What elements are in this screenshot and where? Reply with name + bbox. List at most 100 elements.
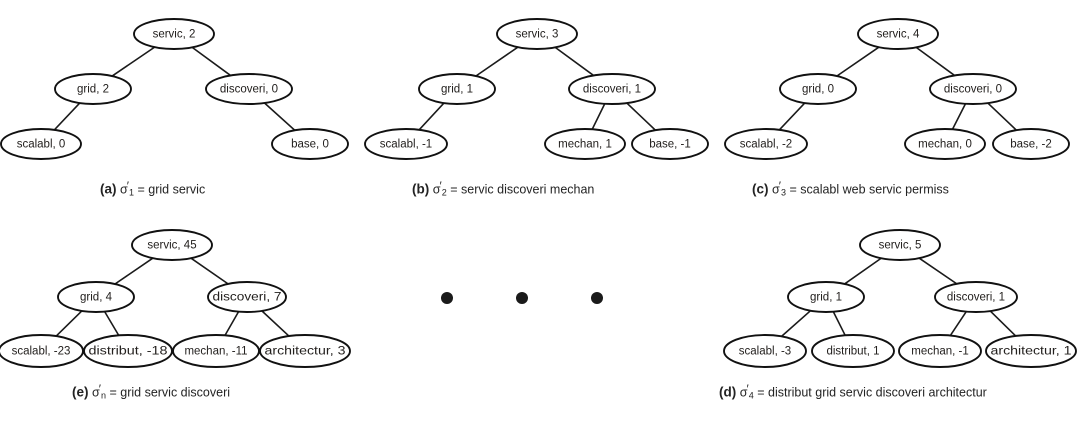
caption-prime-mark: ′ xyxy=(439,179,442,193)
caption-letter: (d) xyxy=(719,384,737,400)
tree-node-discoveri[interactable]: discoveri, 7 xyxy=(207,281,287,313)
tree-node-architectur[interactable]: architectur, 1 xyxy=(985,334,1077,368)
node-ellipse xyxy=(205,73,293,105)
caption-prime-mark: ′ xyxy=(98,382,101,396)
tree-node-distribut[interactable]: distribut, -18 xyxy=(83,334,173,368)
node-ellipse xyxy=(631,128,709,160)
tree-node-discoveri[interactable]: discoveri, 1 xyxy=(568,73,656,105)
caption-subscript: 3 xyxy=(780,187,786,198)
tree-node-scalabl[interactable]: scalabl, -1 xyxy=(364,128,448,160)
caption-sigma-symbol: σ xyxy=(771,182,780,197)
caption-text: scalabl web servic permiss xyxy=(800,182,949,197)
node-ellipse xyxy=(724,128,808,160)
node-ellipse xyxy=(904,128,986,160)
tree-e-caption: (e) σ′n = grid servic discoveri xyxy=(72,383,230,401)
caption-letter: (c) xyxy=(752,181,769,197)
node-ellipse xyxy=(57,281,135,313)
node-ellipse xyxy=(723,334,807,368)
tree-e: servic, 45 grid, 4 discoveri, 7 scalabl, -2… xyxy=(0,229,351,368)
caption-sigma-symbol: σ xyxy=(119,182,128,197)
node-ellipse xyxy=(992,128,1070,160)
caption-letter: (e) xyxy=(72,384,89,400)
node-ellipse xyxy=(544,128,626,160)
tree-node-scalabl[interactable]: scalabl, 0 xyxy=(0,128,82,160)
tree-node-grid[interactable]: grid, 1 xyxy=(787,281,865,313)
tree-node-mechan[interactable]: mechan, -11 xyxy=(172,334,260,368)
tree-node-servic[interactable]: servic, 5 xyxy=(859,229,941,261)
tree-node-discoveri[interactable]: discoveri, 1 xyxy=(934,281,1018,313)
tree-node-servic[interactable]: servic, 2 xyxy=(133,18,215,50)
tree-edge xyxy=(836,46,880,77)
tree-edge xyxy=(53,102,81,131)
caption-letter: (b) xyxy=(412,181,430,197)
tree-node-grid[interactable]: grid, 4 xyxy=(57,281,135,313)
node-ellipse xyxy=(929,73,1017,105)
node-ellipse xyxy=(934,281,1018,313)
node-ellipse xyxy=(207,281,287,313)
tree-node-servic[interactable]: servic, 3 xyxy=(496,18,578,50)
tree-edge xyxy=(224,310,240,337)
caption-text: distribut grid servic discoveri architec… xyxy=(768,385,987,400)
tree-node-distribut[interactable]: distribut, 1 xyxy=(811,334,895,368)
tree-node-mechan[interactable]: mechan, -1 xyxy=(898,334,982,368)
node-ellipse xyxy=(496,18,578,50)
tree-node-grid[interactable]: grid, 2 xyxy=(54,73,132,105)
tree-edge xyxy=(261,310,290,337)
tree-edge xyxy=(778,102,806,131)
ellipsis-dot xyxy=(516,292,528,304)
tree-edge xyxy=(114,257,154,285)
tree-node-scalabl[interactable]: scalabl, -23 xyxy=(0,334,84,368)
caption-subscript: 4 xyxy=(748,390,754,401)
tree-node-base[interactable]: base, 0 xyxy=(271,128,349,160)
caption-subscript: 2 xyxy=(441,187,447,198)
tree-node-servic[interactable]: servic, 4 xyxy=(857,18,939,50)
tree-node-base[interactable]: base, -2 xyxy=(992,128,1070,160)
tree-node-discoveri[interactable]: discoveri, 0 xyxy=(929,73,1017,105)
tree-node-mechan[interactable]: mechan, 0 xyxy=(904,128,986,160)
tree-edge xyxy=(951,102,967,131)
tree-edge xyxy=(591,102,606,131)
tree-node-scalabl[interactable]: scalabl, -3 xyxy=(723,334,807,368)
caption-prime-mark: ′ xyxy=(746,382,749,396)
tree-edge xyxy=(832,310,846,337)
tree-node-servic[interactable]: servic, 45 xyxy=(131,229,213,261)
caption-prime-mark: ′ xyxy=(126,179,129,193)
caption-sigma-symbol: σ xyxy=(739,385,748,400)
node-ellipse xyxy=(859,229,941,261)
tree-edge xyxy=(263,102,296,132)
tree-node-mechan[interactable]: mechan, 1 xyxy=(544,128,626,160)
tree-b-caption: (b) σ′2 = servic discoveri mechan xyxy=(412,180,594,198)
tree-edge xyxy=(918,257,958,285)
tree-c-caption: (c) σ′3 = scalabl web servic permiss xyxy=(752,180,949,198)
tree-edge xyxy=(191,46,232,77)
tree-edge xyxy=(111,46,156,77)
tree-node-discoveri[interactable]: discoveri, 0 xyxy=(205,73,293,105)
node-ellipse xyxy=(131,229,213,261)
tree-edge xyxy=(843,257,882,285)
tree-edge xyxy=(190,257,229,285)
ellipsis-dot xyxy=(591,292,603,304)
tree-c-edges xyxy=(778,46,1018,131)
tree-node-scalabl[interactable]: scalabl, -2 xyxy=(724,128,808,160)
ellipsis-dots xyxy=(441,292,603,304)
tree-d-edges xyxy=(780,257,1017,338)
caption-subscript: n xyxy=(100,390,106,401)
caption-sigma-symbol: σ xyxy=(91,385,100,400)
tree-edge xyxy=(987,102,1018,131)
tree-node-base[interactable]: base, -1 xyxy=(631,128,709,160)
tree-node-grid[interactable]: grid, 0 xyxy=(779,73,857,105)
node-ellipse xyxy=(811,334,895,368)
tree-node-architectur[interactable]: architectur, 3 xyxy=(259,334,351,368)
caption-equals: = xyxy=(450,182,458,197)
tree-edge xyxy=(55,310,83,337)
tree-node-grid[interactable]: grid, 1 xyxy=(418,73,496,105)
tree-edge xyxy=(780,309,812,338)
node-ellipse xyxy=(857,18,939,50)
node-ellipse xyxy=(133,18,215,50)
node-ellipse xyxy=(985,334,1077,368)
